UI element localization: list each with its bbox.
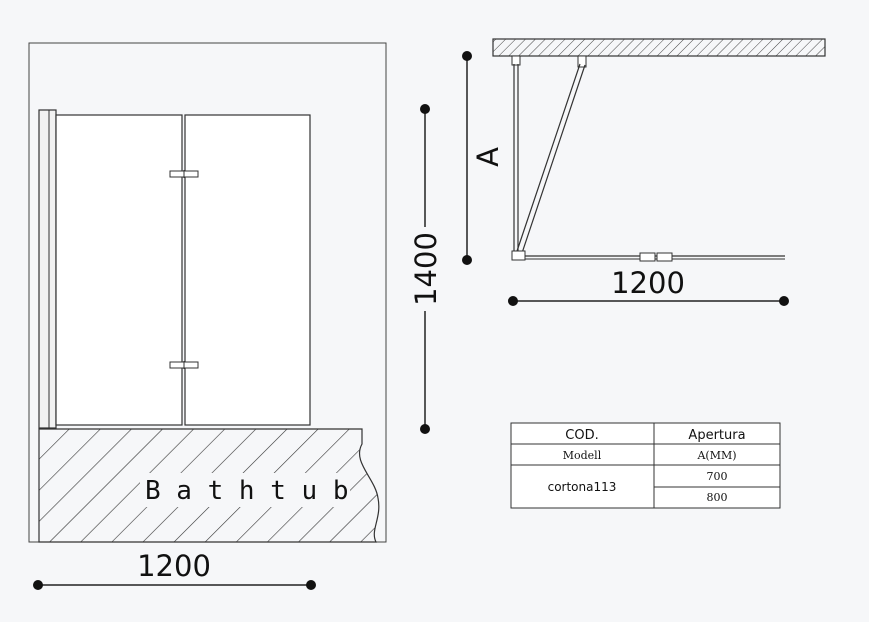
table-value-1: 700 bbox=[707, 470, 728, 483]
top-view: A 1200 bbox=[462, 38, 826, 306]
glass-panel-fixed bbox=[55, 114, 183, 426]
front-width-dim-end-right bbox=[306, 580, 316, 590]
folded-panel-edge-b bbox=[520, 64, 586, 257]
front-width-dimension: 1200 bbox=[137, 549, 211, 583]
top-width-dimension: 1200 bbox=[611, 266, 685, 300]
lower-hinge bbox=[169, 361, 199, 369]
table-subheader-unit: A(MM) bbox=[696, 449, 736, 462]
folded-panel-edge-a bbox=[515, 63, 581, 255]
table-subheader-model: Modell bbox=[563, 449, 602, 462]
bathtub-label: B a t h t u b bbox=[145, 476, 349, 506]
top-width-dim-end-left bbox=[508, 296, 518, 306]
wall-mount-bracket bbox=[511, 55, 521, 66]
swing-dim-end-top bbox=[462, 51, 472, 61]
panel-hinge-marker bbox=[639, 252, 673, 262]
wall-profile bbox=[38, 109, 57, 429]
ceiling-wall bbox=[492, 38, 826, 57]
upper-hinge bbox=[169, 170, 199, 178]
bathtub-label-bg bbox=[140, 473, 350, 507]
front-width-dim-end-left bbox=[33, 580, 43, 590]
height-dimension: 1400 bbox=[409, 232, 443, 306]
swing-label: A bbox=[471, 147, 505, 167]
corner-hinge bbox=[511, 250, 526, 261]
table-value-2: 800 bbox=[707, 491, 728, 504]
spec-table: COD. Apertura Modell A(MM) cortona113 70… bbox=[510, 422, 781, 509]
height-dim-end-top bbox=[420, 104, 430, 114]
table-header-code: COD. bbox=[565, 428, 598, 443]
height-dim-end-bottom bbox=[420, 424, 430, 434]
table-model-name: cortona113 bbox=[548, 480, 617, 494]
top-width-dim-end-right bbox=[779, 296, 789, 306]
swing-dim-end-bottom bbox=[462, 255, 472, 265]
front-view: B a t h t u b 1200 1400 bbox=[28, 42, 443, 590]
glass-panel-folding bbox=[184, 114, 311, 426]
pivot-bracket bbox=[577, 55, 587, 68]
table-header-opening: Apertura bbox=[688, 428, 745, 443]
